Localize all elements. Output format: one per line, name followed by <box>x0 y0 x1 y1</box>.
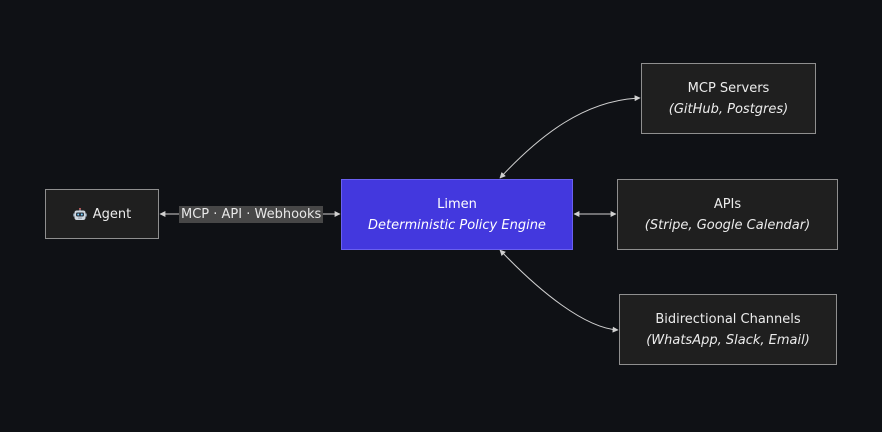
limen-engine-node[interactable]: Limen Deterministic Policy Engine <box>341 179 573 250</box>
mcp-servers-node[interactable]: MCP Servers (GitHub, Postgres) <box>641 63 816 134</box>
engine-title: Limen <box>437 196 477 212</box>
channels-node[interactable]: Bidirectional Channels (WhatsApp, Slack,… <box>619 294 837 365</box>
agent-node[interactable]: Agent <box>45 189 159 239</box>
agent-label: Agent <box>92 206 132 222</box>
apis-subtitle: (Stripe, Google Calendar) <box>644 217 811 233</box>
robot-icon <box>73 207 87 220</box>
engine-subtitle: Deterministic Policy Engine <box>368 217 546 233</box>
channels-subtitle: (WhatsApp, Slack, Email) <box>646 332 810 348</box>
apis-title: APIs <box>713 196 742 212</box>
edge-engine-mcp <box>499 95 641 179</box>
mcp-subtitle: (GitHub, Postgres) <box>668 101 789 117</box>
channels-title: Bidirectional Channels <box>655 311 801 327</box>
edge-label-agent-engine: MCP · API · Webhooks <box>179 206 324 223</box>
mcp-title: MCP Servers <box>687 80 770 96</box>
edge-engine-channels <box>499 249 619 333</box>
apis-node[interactable]: APIs (Stripe, Google Calendar) <box>617 179 838 250</box>
